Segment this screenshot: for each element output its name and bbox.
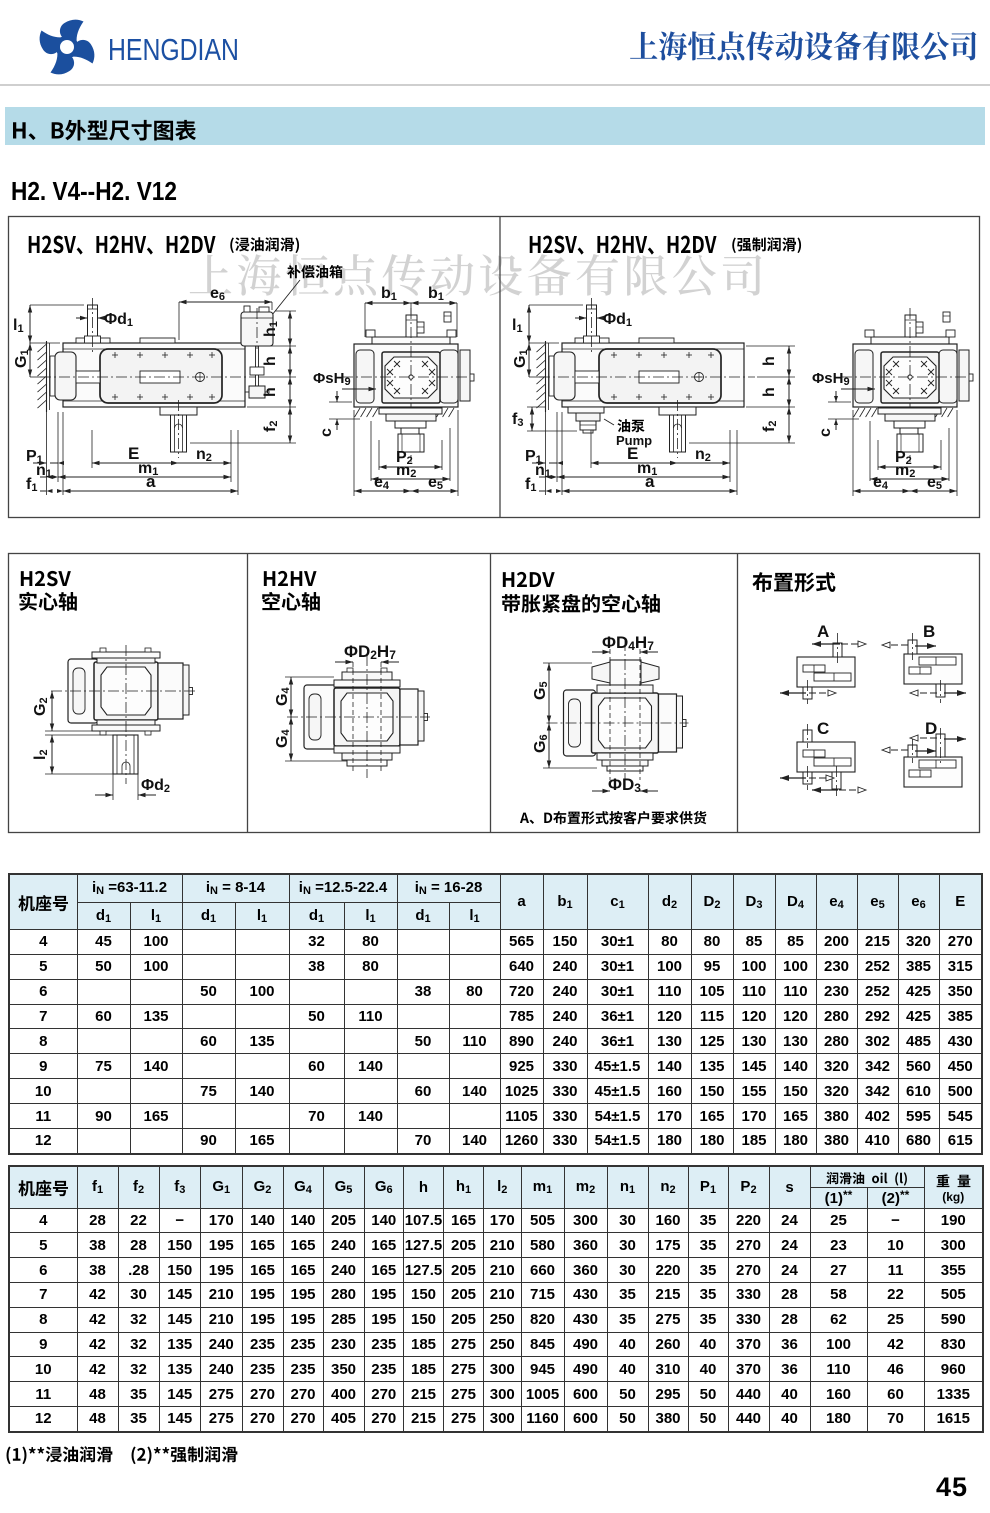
svg-text:ΦsH9: ΦsH9 <box>313 370 351 388</box>
svg-text:h: h <box>761 387 778 397</box>
svg-text:l1: l1 <box>13 317 24 335</box>
svg-text:e4: e4 <box>374 474 390 492</box>
svg-text:ΦD2H7: ΦD2H7 <box>344 642 396 662</box>
svg-text:Φd2: Φd2 <box>141 777 170 795</box>
svg-text:f1: f1 <box>26 476 37 494</box>
svg-text:b1: b1 <box>381 285 397 303</box>
svg-text:c: c <box>318 428 335 437</box>
svg-text:G4: G4 <box>274 729 292 748</box>
svg-text:Φd1: Φd1 <box>603 311 632 329</box>
svg-text:Pump: Pump <box>616 433 652 448</box>
svg-text:l2: l2 <box>32 749 50 760</box>
svg-text:h: h <box>262 387 279 397</box>
svg-text:E: E <box>627 444 638 463</box>
svg-text:G5: G5 <box>532 681 550 700</box>
svg-text:G4: G4 <box>274 687 292 706</box>
svg-text:ΦD3: ΦD3 <box>608 775 641 795</box>
svg-text:n2: n2 <box>196 446 212 464</box>
svg-text:G1: G1 <box>13 349 31 368</box>
svg-text:a: a <box>146 472 156 491</box>
svg-text:e5: e5 <box>927 474 942 492</box>
svg-text:h: h <box>761 356 778 366</box>
svg-text:G1: G1 <box>512 349 530 368</box>
svg-text:A: A <box>817 622 829 641</box>
svg-text:Φd1: Φd1 <box>104 311 133 329</box>
svg-text:n2: n2 <box>695 446 711 464</box>
svg-text:e5: e5 <box>428 474 443 492</box>
svg-text:G6: G6 <box>532 734 550 753</box>
svg-text:l1: l1 <box>512 317 523 335</box>
svg-text:a: a <box>645 472 655 491</box>
svg-text:G2: G2 <box>32 697 50 716</box>
svg-text:m2: m2 <box>396 462 416 480</box>
svg-text:B: B <box>923 622 935 641</box>
svg-text:ΦD4H7: ΦD4H7 <box>602 633 654 653</box>
svg-text:D: D <box>925 719 937 738</box>
svg-text:ΦsH9: ΦsH9 <box>812 370 850 388</box>
svg-text:f3: f3 <box>512 411 523 429</box>
svg-text:E: E <box>128 444 139 463</box>
svg-text:h: h <box>262 356 279 366</box>
svg-text:m2: m2 <box>895 462 915 480</box>
svg-text:f2: f2 <box>761 421 779 432</box>
svg-text:C: C <box>817 719 829 738</box>
svg-text:b1: b1 <box>428 285 444 303</box>
svg-text:f1: f1 <box>525 476 536 494</box>
svg-text:f2: f2 <box>262 421 280 432</box>
svg-text:e4: e4 <box>873 474 889 492</box>
svg-text:c: c <box>817 428 834 437</box>
svg-text:e6: e6 <box>210 285 225 303</box>
